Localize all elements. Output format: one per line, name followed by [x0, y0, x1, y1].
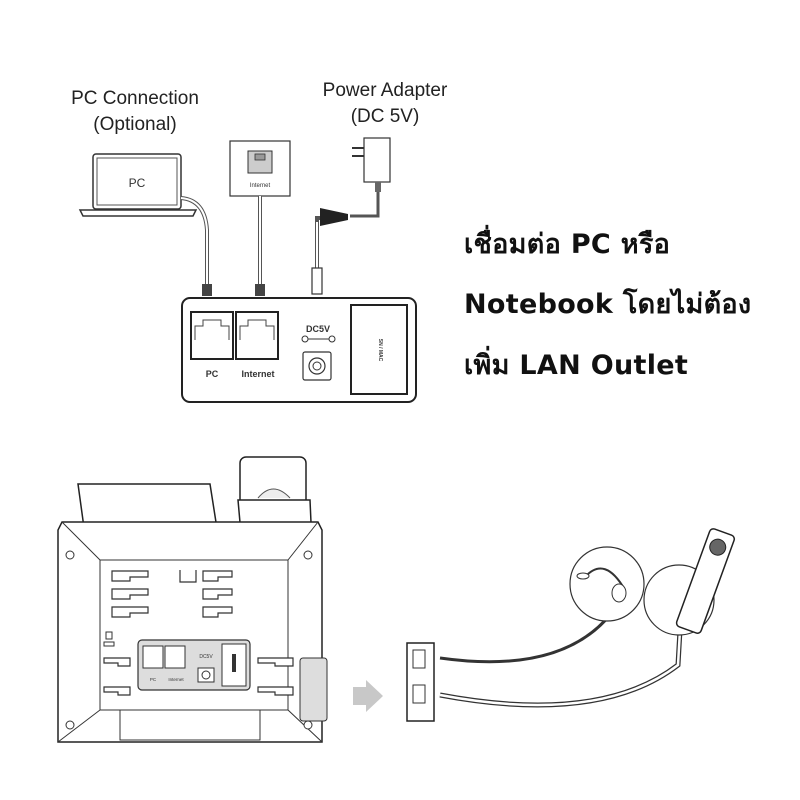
power-plug — [311, 267, 323, 295]
rear-pc-port-label: PC — [150, 677, 157, 682]
internet-port-label: Internet — [241, 369, 274, 379]
caption-line-1: เชื่อมต่อ PC หรือ — [464, 229, 671, 260]
headset-cable — [439, 614, 612, 664]
headset-icon — [569, 546, 645, 622]
caption-line-3: เพิ่ม LAN Outlet — [464, 350, 689, 381]
caption-line-2: Notebook โดยไม่ต้อง — [464, 289, 752, 320]
rear-internet-port-label: Internet — [168, 677, 184, 682]
handset-cable — [439, 629, 683, 708]
top-connection-diagram: PC Internet PC Internet DC5V — [78, 137, 417, 403]
power-jack — [302, 351, 332, 381]
wall-mount-slots — [103, 570, 294, 696]
power-adapter-icon — [352, 137, 391, 192]
wall-jack-label: Internet — [250, 183, 271, 189]
power-cable — [350, 192, 380, 218]
pc-port-label: PC — [206, 369, 219, 379]
rear-power-jack — [197, 667, 215, 683]
power-adapter-title: Power Adapter — [322, 80, 448, 101]
laptop-icon — [78, 153, 198, 217]
internet-cable-plug — [255, 284, 265, 296]
sn-mac-label: SN / MAC — [377, 339, 383, 362]
arrow-right-icon — [353, 680, 383, 712]
internet-port — [235, 311, 279, 360]
internet-wall-jack — [229, 140, 291, 197]
lock-slot-icon — [103, 631, 115, 647]
power-ferrite-core — [320, 208, 348, 226]
power-adapter-label: Power Adapter (DC 5V) — [290, 78, 480, 130]
power-adapter-voltage: (DC 5V) — [350, 106, 420, 127]
cable-clip — [299, 657, 328, 722]
phone-foot — [119, 709, 261, 741]
phone-back-diagram: PC Internet DC5V — [57, 456, 736, 743]
hook-icon — [179, 570, 197, 583]
rear-internet-port — [164, 645, 186, 669]
pc-connection-title: PC Connection — [71, 88, 199, 109]
screw-icons — [65, 550, 313, 730]
sn-mac-label-area — [350, 304, 408, 395]
pc-connection-label: PC Connection (Optional) — [40, 86, 230, 138]
headset-handset-jacks — [406, 642, 435, 722]
pc-connection-optional: (Optional) — [93, 114, 177, 135]
laptop-screen-label: PC — [129, 176, 146, 190]
rear-pc-port — [142, 645, 164, 669]
polarity-symbol-icon — [301, 335, 336, 343]
rear-power-port-label: DC5V — [199, 654, 213, 660]
pc-port — [190, 311, 234, 360]
pc-cable-plug — [202, 284, 212, 296]
power-port-label: DC5V — [306, 324, 330, 334]
